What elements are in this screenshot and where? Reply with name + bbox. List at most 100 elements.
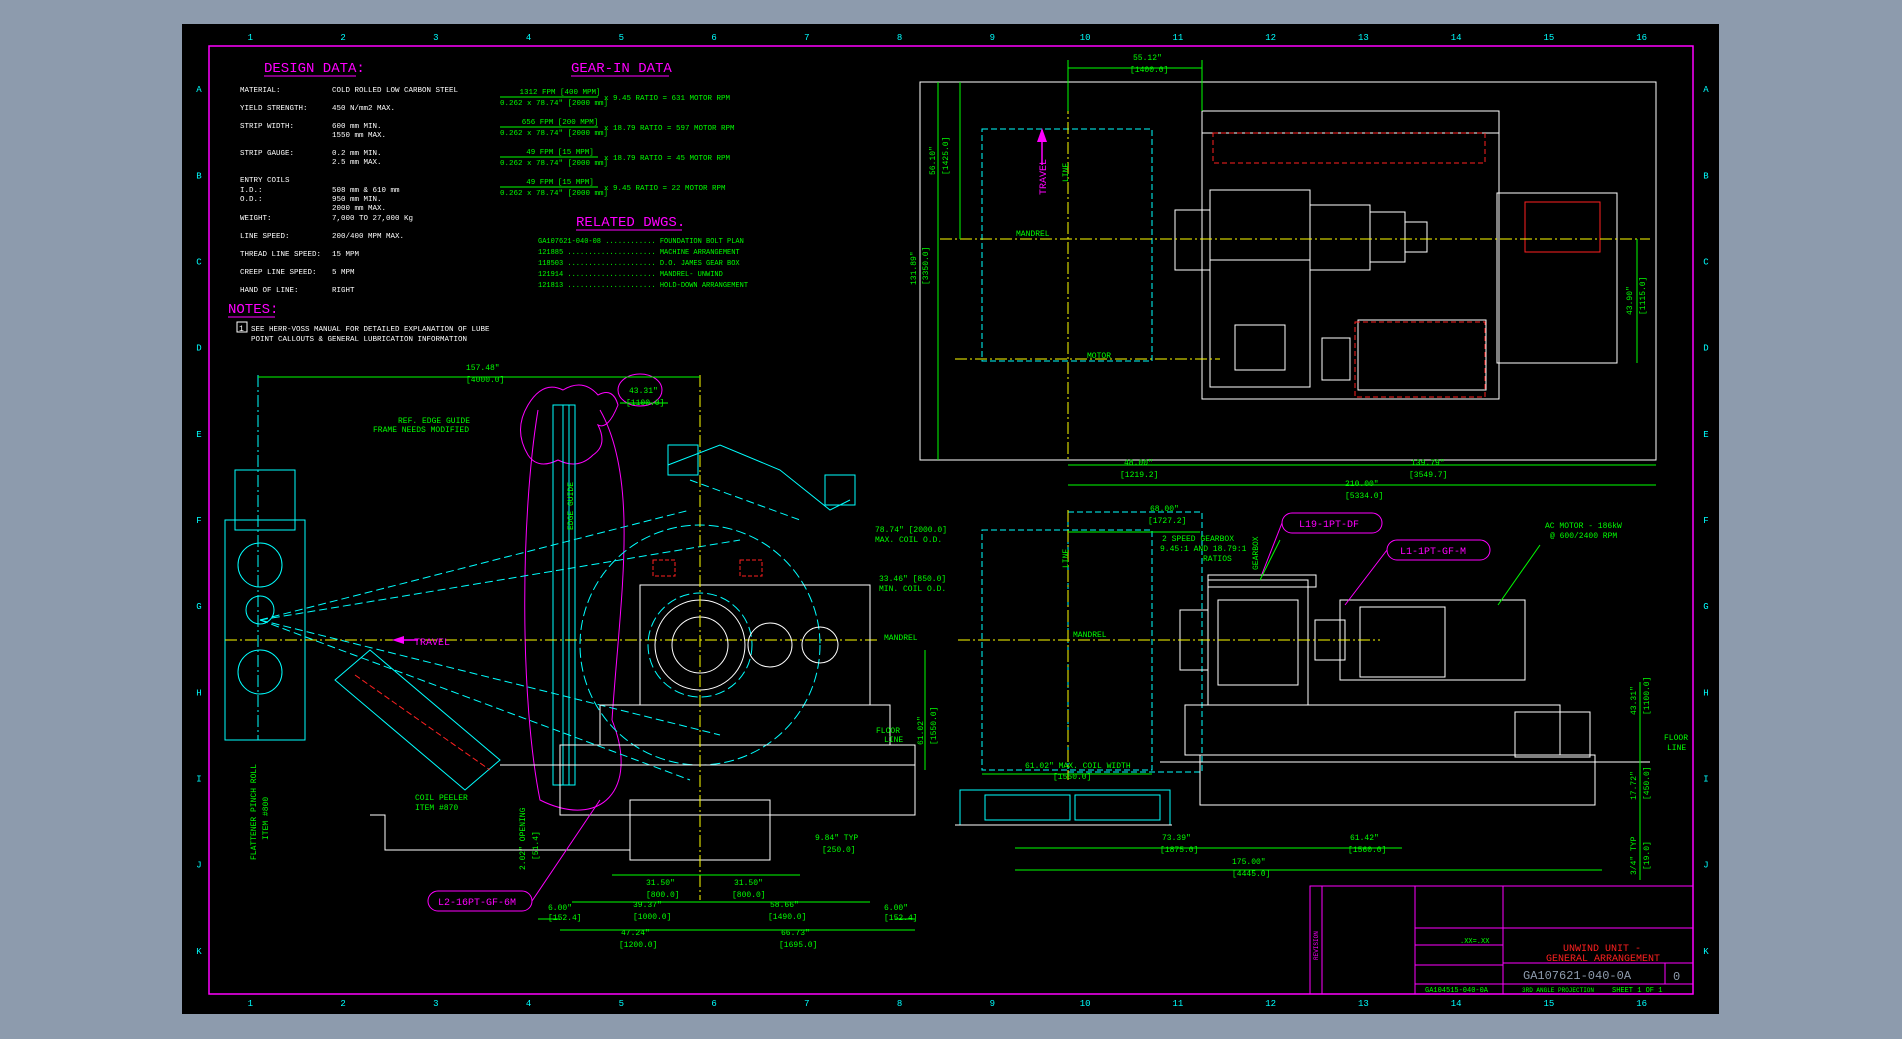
- design-data-value: COLD ROLLED LOW CARBON STEEL: [332, 87, 459, 95]
- related-dwgs-block: RELATED DWGS. GA107621-040-08 ..........…: [538, 215, 748, 290]
- svg-text:LINE: LINE: [1062, 163, 1071, 182]
- grid-col-12: 12: [1265, 999, 1276, 1009]
- svg-text:[19.0]: [19.0]: [1643, 841, 1652, 870]
- svg-text:[450.0]: [450.0]: [1643, 766, 1652, 800]
- grid-row-A: A: [1703, 85, 1709, 95]
- grid-col-15: 15: [1543, 33, 1554, 43]
- svg-text:157.48": 157.48": [466, 364, 500, 373]
- gear-in-numerator: 1312 FPM [400 MPM]: [519, 89, 600, 97]
- svg-text:RATIOS: RATIOS: [1203, 555, 1232, 564]
- gear-in-denominator: 0.262 x 78.74" [2000 mm]: [500, 160, 608, 168]
- grid-col-11: 11: [1172, 999, 1183, 1009]
- design-data-label: MATERIAL:: [240, 87, 281, 95]
- svg-text:139.79": 139.79": [1411, 459, 1445, 468]
- notes-heading: NOTES:: [228, 302, 278, 318]
- svg-text:[3549.7]: [3549.7]: [1409, 471, 1447, 480]
- gear-in-result: x 18.79 RATIO = 45 MOTOR RPM: [604, 155, 731, 163]
- grid-row-K: K: [196, 947, 202, 957]
- svg-text:[1560.0]: [1560.0]: [1348, 846, 1386, 855]
- svg-text:[1219.2]: [1219.2]: [1120, 471, 1158, 480]
- svg-text:GEARBOX: GEARBOX: [1252, 536, 1261, 570]
- gear-in-denominator: 0.262 x 78.74" [2000 mm]: [500, 130, 608, 138]
- svg-text:31.50": 31.50": [646, 879, 675, 888]
- svg-text:[1200.0]: [1200.0]: [619, 941, 657, 950]
- grid-row-F: F: [196, 516, 201, 526]
- revision-label: REVISION: [1313, 931, 1320, 960]
- design-data-value: RIGHT: [332, 287, 355, 295]
- grid-row-C: C: [196, 257, 202, 267]
- grid-col-4: 4: [526, 33, 531, 43]
- svg-text:[5334.0]: [5334.0]: [1345, 492, 1383, 501]
- grid-col-2: 2: [340, 33, 345, 43]
- svg-text:55.12": 55.12": [1133, 54, 1162, 63]
- svg-text:MIN. COIL O.D.: MIN. COIL O.D.: [879, 585, 946, 594]
- grid-col-7: 7: [804, 33, 809, 43]
- svg-text:FRAME NEEDS MODIFIED: FRAME NEEDS MODIFIED: [373, 426, 469, 435]
- svg-text:2.02" OPENING: 2.02" OPENING: [519, 807, 528, 870]
- svg-text:6.00": 6.00": [548, 904, 572, 913]
- design-data-label: HAND OF LINE:: [240, 287, 299, 295]
- related-dwg-item: 121885 ..................... MACHINE ARR…: [538, 249, 740, 257]
- svg-text:[1875.0]: [1875.0]: [1160, 846, 1198, 855]
- svg-text:[1100.0]: [1100.0]: [626, 399, 664, 408]
- design-data-label: STRIP GAUGE:: [240, 150, 294, 158]
- svg-text:MAX. COIL O.D.: MAX. COIL O.D.: [875, 536, 942, 545]
- svg-text:61.42": 61.42": [1350, 834, 1379, 843]
- grid-col-3: 3: [433, 33, 438, 43]
- design-data-label: WEIGHT:: [240, 215, 272, 223]
- grid-row-I: I: [1703, 775, 1708, 785]
- design-data-value: 2.5 mm MAX.: [332, 159, 382, 167]
- grid-col-6: 6: [711, 999, 716, 1009]
- gear-in-result: x 9.45 RATIO = 22 MOTOR RPM: [604, 185, 726, 193]
- svg-text:43.31": 43.31": [1630, 686, 1639, 715]
- svg-text:ITEM #800: ITEM #800: [262, 797, 271, 840]
- drawing-title-line2: GENERAL ARRANGEMENT: [1546, 954, 1660, 965]
- svg-text:@ 600/2400 RPM: @ 600/2400 RPM: [1550, 532, 1617, 541]
- grid-col-2: 2: [340, 999, 345, 1009]
- svg-text:COIL PEELER: COIL PEELER: [415, 794, 468, 803]
- svg-text:TRAVEL: TRAVEL: [414, 638, 450, 649]
- related-dwg-item: 121914 ..................... MANDREL- UN…: [538, 271, 723, 279]
- design-data-label: YIELD STRENGTH:: [240, 105, 308, 113]
- svg-text:LINE: LINE: [1667, 744, 1686, 753]
- svg-text:L2-16PT-GF-6M: L2-16PT-GF-6M: [438, 898, 516, 909]
- svg-text:47.24": 47.24": [621, 929, 650, 938]
- svg-text:78.74" [2000.0]: 78.74" [2000.0]: [875, 526, 947, 535]
- svg-text:[1550.0]: [1550.0]: [930, 707, 939, 745]
- note-item-number: 1: [239, 325, 244, 334]
- design-data-label: ENTRY COILS: [240, 177, 290, 185]
- grid-row-I: I: [196, 775, 201, 785]
- title-block-labels: UNWIND UNIT - GENERAL ARRANGEMENT GA1076…: [1313, 931, 1680, 995]
- gear-in-denominator: 0.262 x 78.74" [2000 mm]: [500, 190, 608, 198]
- svg-text:[1425.0]: [1425.0]: [942, 137, 951, 175]
- svg-text:56.10": 56.10": [929, 146, 938, 175]
- svg-text:MANDREL: MANDREL: [1073, 631, 1107, 640]
- gear-in-result: x 9.45 RATIO = 631 MOTOR RPM: [604, 95, 731, 103]
- svg-text:[51.4]: [51.4]: [532, 831, 541, 860]
- grid-col-15: 15: [1543, 999, 1554, 1009]
- gear-in-denominator: 0.262 x 78.74" [2000 mm]: [500, 100, 608, 108]
- svg-text:[152.4]: [152.4]: [884, 914, 918, 923]
- note-line-1: SEE HERR-VOSS MANUAL FOR DETAILED EXPLAN…: [251, 326, 490, 334]
- svg-text:43.90": 43.90": [1626, 286, 1635, 315]
- grid-col-14: 14: [1451, 999, 1462, 1009]
- grid-col-8: 8: [897, 999, 902, 1009]
- svg-text:FLOOR: FLOOR: [876, 727, 900, 736]
- svg-text:39.37": 39.37": [633, 901, 662, 910]
- svg-text:48.00": 48.00": [1124, 459, 1153, 468]
- svg-text:61.02": 61.02": [917, 716, 926, 745]
- svg-text:[1695.0]: [1695.0]: [779, 941, 817, 950]
- design-data-label: THREAD LINE SPEED:: [240, 251, 321, 259]
- svg-text:[1727.2]: [1727.2]: [1148, 517, 1186, 526]
- svg-text:L1-1PT-GF-M: L1-1PT-GF-M: [1400, 547, 1466, 558]
- svg-text:68.00": 68.00": [1150, 505, 1179, 514]
- svg-text:[1100.0]: [1100.0]: [1643, 677, 1652, 715]
- svg-text:9.84" TYP: 9.84" TYP: [815, 834, 858, 843]
- gear-in-numerator: 49 FPM [15 MPM]: [526, 149, 594, 157]
- svg-text:43.31": 43.31": [629, 387, 658, 396]
- svg-text:[250.0]: [250.0]: [822, 846, 856, 855]
- svg-text:[152.4]: [152.4]: [548, 914, 582, 923]
- svg-text:[4445.0]: [4445.0]: [1232, 870, 1270, 879]
